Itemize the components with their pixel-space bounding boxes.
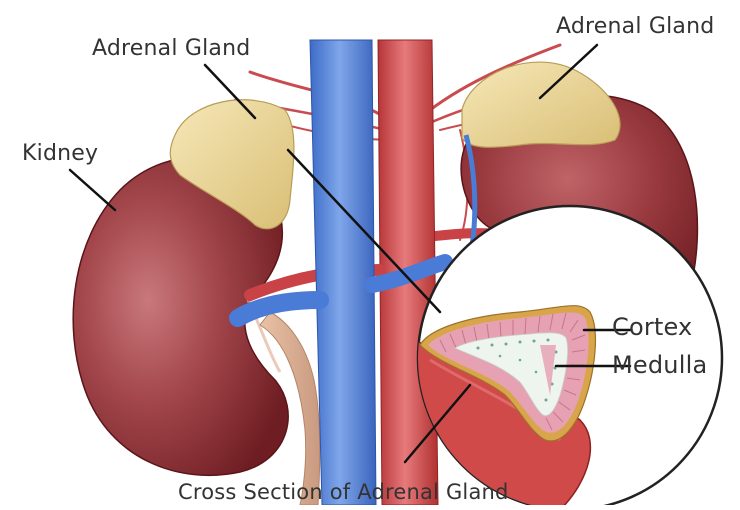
label-adrenal-gland-right: Adrenal Gland [556,14,714,39]
vena-cava [310,40,376,505]
label-cortex: Cortex [612,313,692,341]
caption-cross-section: Cross Section of Adrenal Gland [178,480,509,504]
left-renal-vein [238,300,320,318]
label-kidney: Kidney [22,141,98,166]
label-medulla: Medulla [612,351,707,379]
label-adrenal-gland-left: Adrenal Gland [92,36,250,61]
